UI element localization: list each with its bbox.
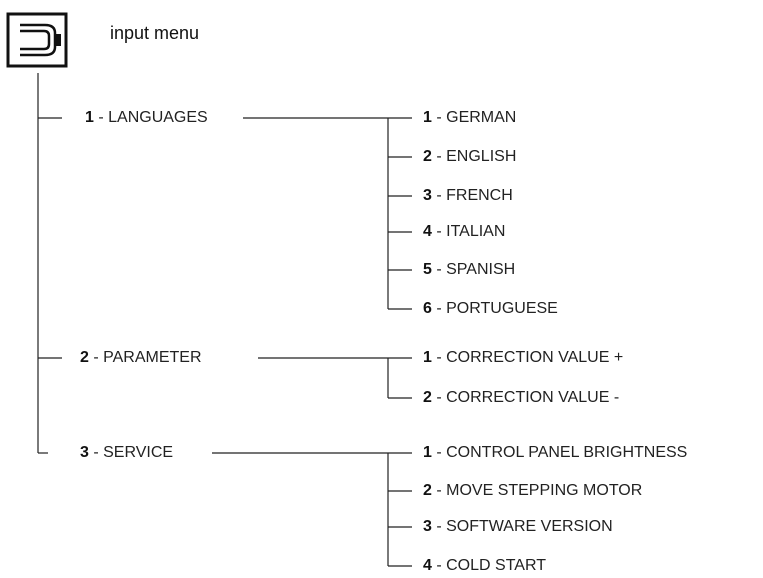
menu-number: 1 — [423, 349, 432, 366]
separator: - — [431, 187, 447, 204]
menu-number: 5 — [423, 261, 432, 278]
menu-number: 2 — [423, 482, 432, 499]
menu-number: 4 — [423, 223, 432, 240]
submenu-item-english[interactable]: 2 - ENGLISH — [423, 148, 516, 166]
menu-label: PARAMETER — [103, 349, 202, 366]
separator: - — [431, 518, 447, 535]
menu-number: 3 — [423, 187, 432, 204]
separator: - — [431, 300, 447, 317]
menu-label: MOVE STEPPING MOTOR — [446, 482, 643, 499]
separator: - — [431, 148, 447, 165]
menu-label: GERMAN — [446, 109, 517, 126]
menu-number: 2 — [80, 349, 89, 366]
menu-item-parameter[interactable]: 2 - PARAMETER — [80, 349, 202, 367]
menu-number: 3 — [423, 518, 432, 535]
submenu-item-french[interactable]: 3 - FRENCH — [423, 187, 513, 205]
menu-number: 6 — [423, 300, 432, 317]
submenu-item-portuguese[interactable]: 6 - PORTUGUESE — [423, 300, 558, 318]
submenu-item-software-version[interactable]: 3 - SOFTWARE VERSION — [423, 518, 613, 536]
menu-label: SOFTWARE VERSION — [446, 518, 613, 535]
submenu-item-correction-value[interactable]: 2 - CORRECTION VALUE - — [423, 389, 619, 407]
separator: - — [93, 109, 109, 126]
separator: - — [431, 349, 447, 366]
menu-item-languages[interactable]: 1 - LANGUAGES — [85, 109, 208, 127]
menu-number: 4 — [423, 557, 432, 574]
menu-number: 2 — [423, 389, 432, 406]
separator: - — [431, 444, 447, 461]
separator: - — [431, 109, 447, 126]
menu-number: 3 — [80, 444, 89, 461]
menu-number: 1 — [85, 109, 94, 126]
separator: - — [88, 349, 104, 366]
menu-number: 2 — [423, 148, 432, 165]
submenu-item-control-panel-brightness[interactable]: 1 - CONTROL PANEL BRIGHTNESS — [423, 444, 687, 462]
separator: - — [431, 557, 447, 574]
submenu-item-german[interactable]: 1 - GERMAN — [423, 109, 516, 127]
submenu-item-correction-value[interactable]: 1 - CORRECTION VALUE + — [423, 349, 623, 367]
menu-label: ENGLISH — [446, 148, 517, 165]
separator: - — [431, 223, 447, 240]
menu-number: 1 — [423, 109, 432, 126]
separator: - — [431, 482, 447, 499]
menu-label: CORRECTION VALUE + — [446, 349, 624, 366]
page-title: input menu — [110, 23, 200, 43]
menu-label: LANGUAGES — [108, 109, 208, 126]
separator: - — [431, 261, 447, 278]
menu-number: 1 — [423, 444, 432, 461]
submenu-item-cold-start[interactable]: 4 - COLD START — [423, 557, 546, 575]
separator: - — [431, 389, 447, 406]
submenu-item-move-stepping-motor[interactable]: 2 - MOVE STEPPING MOTOR — [423, 482, 642, 500]
submenu-item-spanish[interactable]: 5 - SPANISH — [423, 261, 515, 279]
menu-label: SPANISH — [446, 261, 516, 278]
menu-label: FRENCH — [446, 187, 513, 204]
menu-label: CONTROL PANEL BRIGHTNESS — [446, 444, 688, 461]
menu-label: COLD START — [446, 557, 546, 574]
separator: - — [88, 444, 104, 461]
menu-label: ITALIAN — [446, 223, 506, 240]
menu-item-service[interactable]: 3 - SERVICE — [80, 444, 173, 462]
menu-label: SERVICE — [103, 444, 174, 461]
submenu-item-italian[interactable]: 4 - ITALIAN — [423, 223, 505, 241]
menu-label: CORRECTION VALUE - — [446, 389, 620, 406]
menu-label: PORTUGUESE — [446, 300, 558, 317]
